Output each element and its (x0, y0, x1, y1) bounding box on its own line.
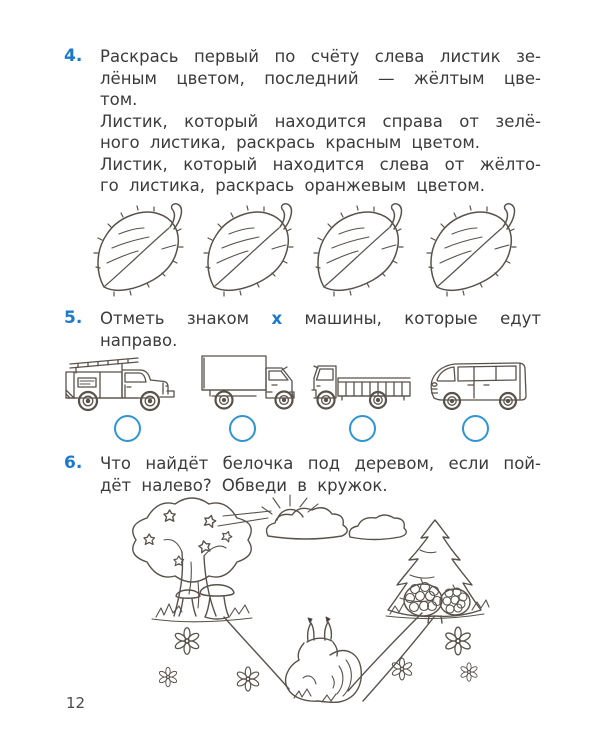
task4-line: ного листика, раскрась красным цветом. (100, 133, 481, 152)
task5-line1: Отметь знаком х машины, которые едут (100, 309, 542, 328)
grass-right (385, 599, 490, 620)
answer-circle[interactable] (114, 415, 141, 442)
grass-left (151, 603, 253, 623)
leaf-icon[interactable] (203, 203, 294, 297)
flatbed-truck-icon (311, 365, 411, 410)
task4-line: том. (100, 90, 138, 109)
leaves-figure (93, 203, 517, 297)
task5-line2: направо. (100, 330, 178, 350)
task5-number: 5. (64, 308, 83, 328)
task4-line: лёным цветом, последний — жёлтым цве- (100, 68, 541, 88)
answer-circle[interactable] (229, 415, 256, 442)
box-truck-icon (201, 355, 295, 410)
task4-line: Раскрась первый по счёту слева листик зе… (100, 47, 541, 66)
task6-number: 6. (64, 453, 83, 473)
task4-line: Листик, который находится справа от зелё… (100, 111, 541, 131)
task4-line: го листика, раскрась оранжевым цветом. (100, 176, 485, 195)
oak-tree-icon (132, 497, 252, 617)
task6-text: Что найдёт белочка под деревом, если пой… (100, 453, 541, 496)
answer-circle[interactable] (349, 415, 376, 442)
task6-line: Что найдёт белочка под деревом, если пой… (100, 454, 541, 473)
sun-icon (217, 494, 319, 527)
cloud-icon (265, 507, 407, 541)
van-icon (430, 362, 527, 411)
leaf-icon[interactable] (93, 203, 184, 297)
vehicles-figure (65, 355, 527, 412)
squirrel-icon (284, 616, 362, 704)
mushrooms-icon[interactable] (175, 584, 235, 620)
fire-truck-icon (65, 357, 175, 412)
task5-text: Отметь знаком х машины, которые едут нап… (100, 308, 541, 351)
daisy-icon (157, 626, 479, 692)
task4-text: Раскрась первый по счёту слева листик зе… (100, 46, 541, 197)
task6-line: дёт налево? Обведи в кружок. (100, 475, 388, 495)
path-line (223, 612, 435, 702)
x-mark: х (271, 309, 283, 328)
scene-figure (132, 494, 490, 704)
leaf-icon[interactable] (313, 203, 404, 297)
task4-line: Листик, который находится слева от жёлто… (100, 154, 541, 174)
leaf-icon[interactable] (426, 203, 517, 297)
pine-cones-icon[interactable] (403, 578, 471, 617)
task4-number: 4. (64, 46, 83, 66)
answer-circle[interactable] (462, 415, 489, 442)
page-number: 12 (66, 694, 86, 712)
